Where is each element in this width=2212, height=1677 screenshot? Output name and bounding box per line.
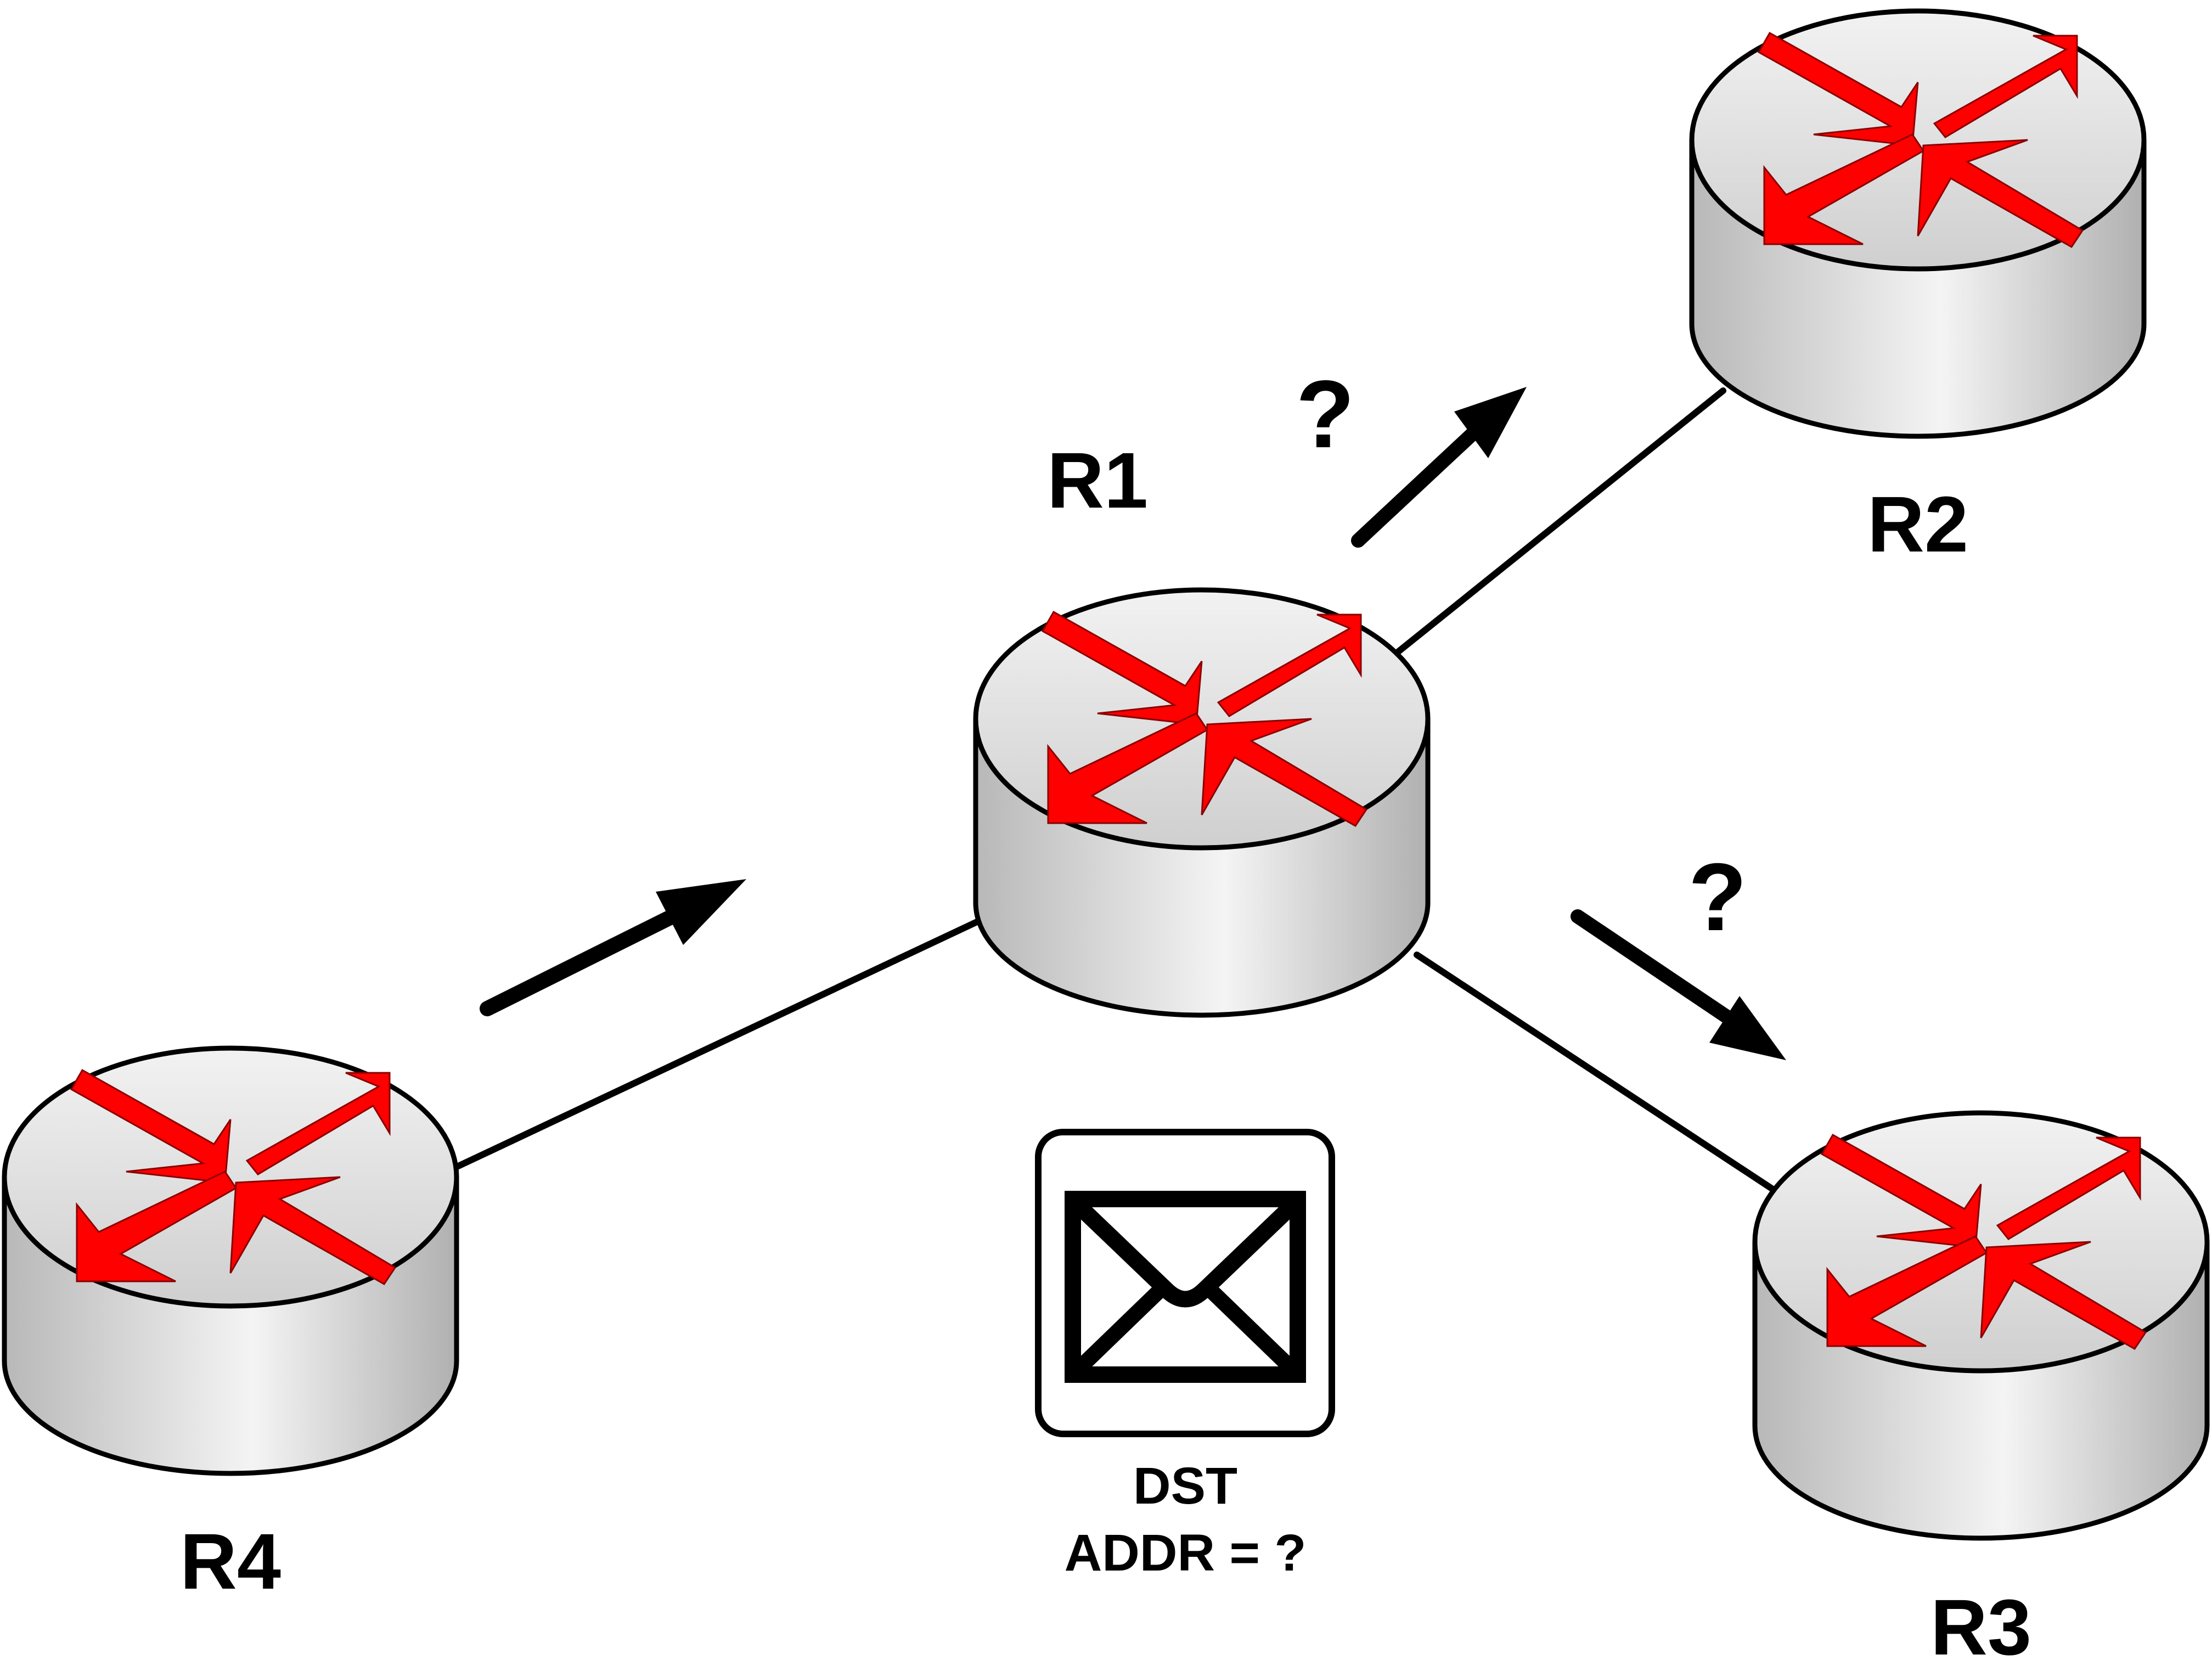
router-label-r4: R4 (180, 1517, 281, 1606)
router-r4 (4, 1048, 457, 1473)
link-r1-r3 (1414, 952, 1778, 1194)
link-r1-r2 (1393, 387, 1726, 656)
envelope-icon (1065, 1191, 1306, 1383)
link-r4-r1 (455, 919, 980, 1169)
router-label-r2: R2 (1867, 480, 1968, 569)
packet: DST ADDR = ? (1035, 1129, 1335, 1582)
links (455, 387, 1778, 1194)
arrow-r1-to-r2-icon (1351, 387, 1527, 548)
router-r1 (976, 590, 1428, 1015)
router-r3 (1755, 1113, 2207, 1538)
question-mark-r3: ? (1688, 844, 1747, 951)
arrow-r4-to-r1-icon (480, 879, 746, 1016)
router-label-r3: R3 (1930, 1583, 2031, 1672)
packet-label-addr: ADDR = ? (1065, 1524, 1307, 1582)
router-label-r1: R1 (1047, 436, 1148, 525)
arrow-r1-to-r3-icon (1571, 909, 1786, 1060)
router-r2 (1692, 11, 2144, 436)
packet-label-dst: DST (1133, 1457, 1237, 1515)
question-mark-r2: ? (1296, 361, 1355, 468)
